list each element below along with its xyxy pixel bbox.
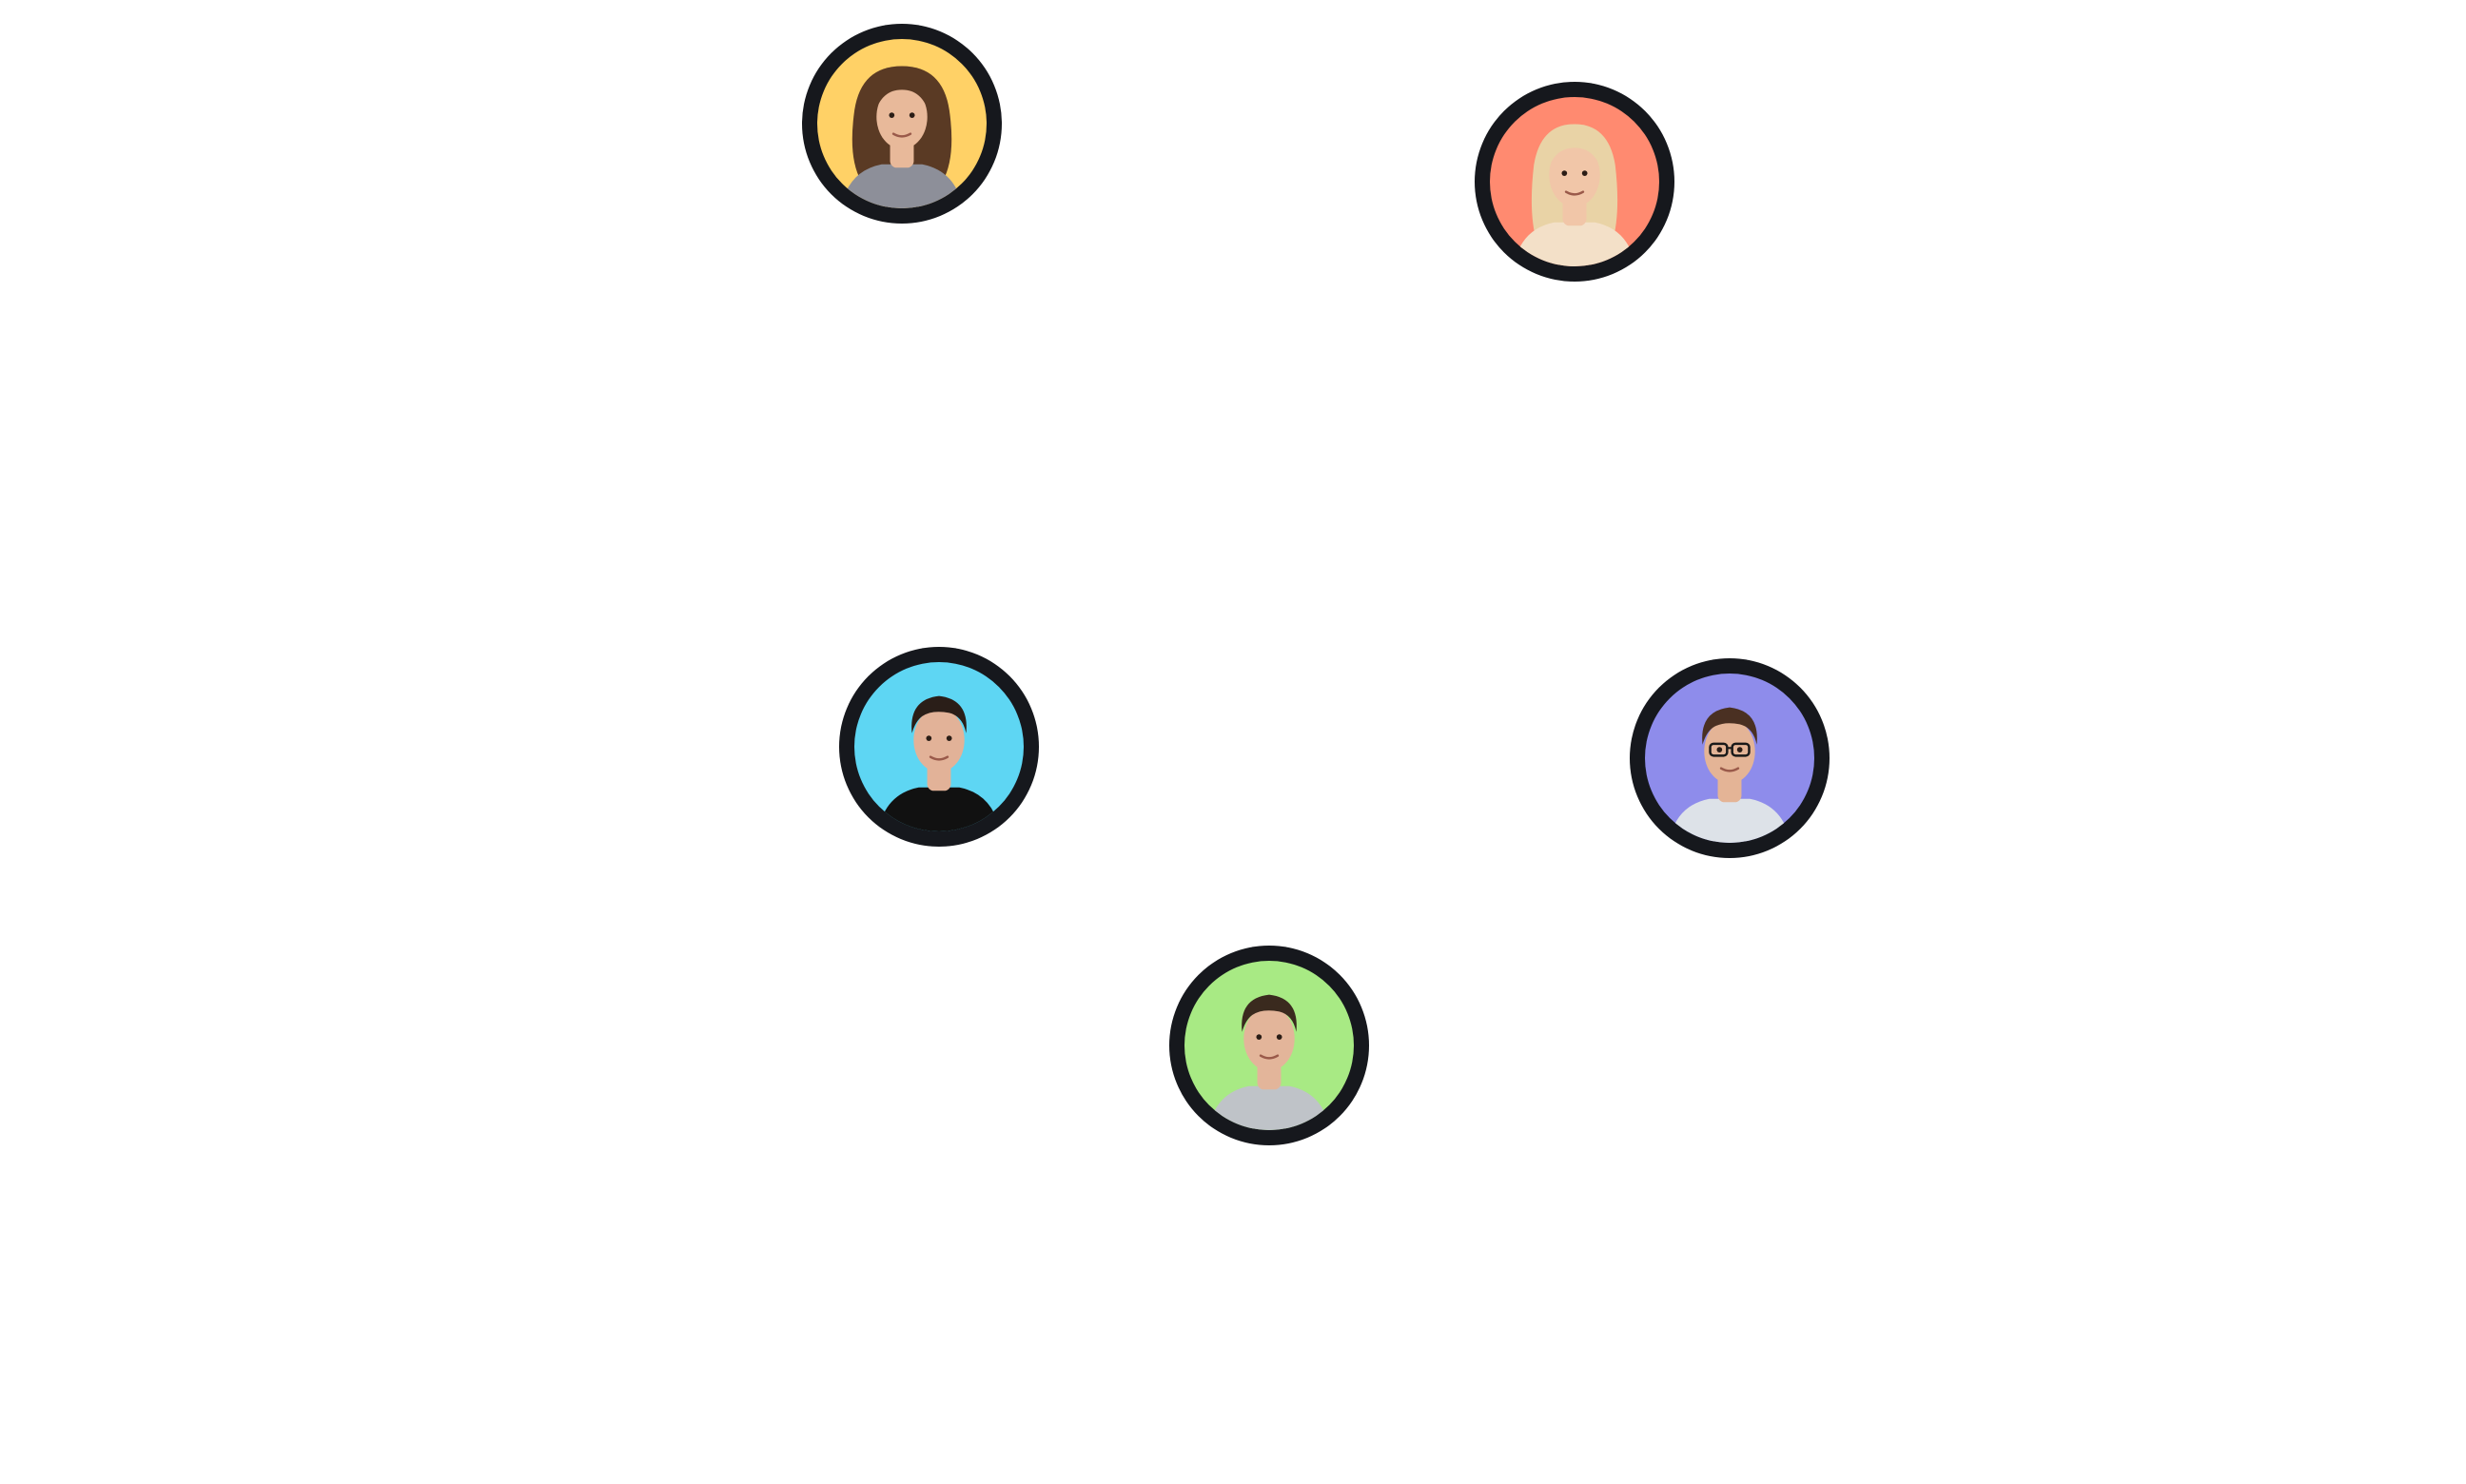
face: [1704, 719, 1755, 784]
avatar-man-grey-sweater: [1169, 946, 1369, 1145]
portrait-image: [817, 39, 987, 208]
mouth: [1259, 1054, 1280, 1060]
mouth: [1564, 190, 1585, 196]
face: [1243, 1006, 1295, 1071]
shirt: [1513, 222, 1636, 266]
portrait-image: [854, 662, 1024, 831]
hair-top: [1702, 707, 1757, 745]
mouth: [1719, 767, 1740, 772]
avatar-woman-blonde-hair: [1475, 82, 1674, 282]
shirt: [1207, 1085, 1331, 1130]
avatar-man-dark-hair: [839, 647, 1039, 847]
left-eye: [926, 735, 932, 741]
left-eye: [889, 112, 895, 118]
right-eye: [946, 735, 952, 741]
left-eye: [1716, 747, 1723, 752]
left-eye: [1561, 170, 1568, 176]
face: [1549, 143, 1600, 207]
shirt: [1668, 798, 1791, 843]
shirt: [840, 164, 964, 208]
glasses-right-lens: [1731, 742, 1751, 757]
portrait-image: [1184, 961, 1354, 1130]
avatar-woman-curly-hair: [802, 24, 1002, 224]
right-eye: [1736, 747, 1743, 752]
face: [913, 708, 965, 772]
left-eye: [1256, 1034, 1262, 1040]
hair-top: [1547, 134, 1602, 172]
right-eye: [1276, 1034, 1282, 1040]
shirt: [877, 787, 1001, 831]
mouth: [891, 132, 912, 138]
hair-top: [874, 76, 930, 114]
hair-top: [1242, 994, 1297, 1032]
right-eye: [909, 112, 915, 118]
portrait-image: [1645, 674, 1814, 843]
mouth: [929, 755, 949, 761]
right-eye: [1581, 170, 1588, 176]
glasses-left-lens: [1709, 742, 1729, 757]
avatar-man-glasses: [1630, 658, 1830, 858]
hair-top: [911, 695, 967, 733]
face: [876, 85, 928, 149]
portrait-image: [1490, 97, 1659, 266]
